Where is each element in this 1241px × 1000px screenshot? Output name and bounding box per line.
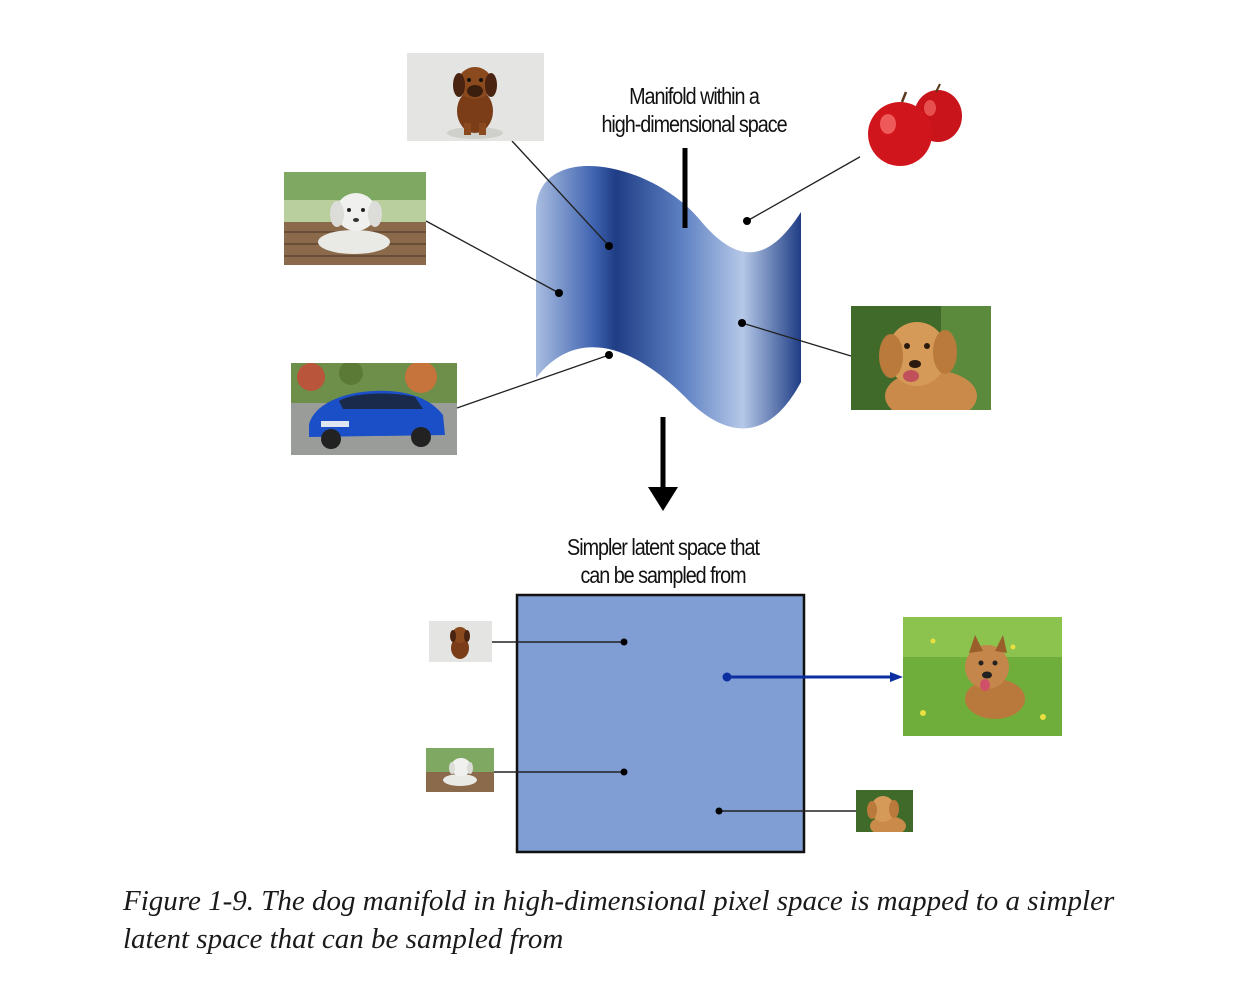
latent-point-brown-puppy bbox=[620, 638, 628, 646]
brown-puppy-thumbnail bbox=[429, 621, 492, 662]
generated-dog-photo bbox=[903, 617, 1062, 736]
connector-blue-car bbox=[456, 354, 610, 409]
point-blue-car bbox=[605, 351, 613, 359]
latent-connectors bbox=[492, 641, 856, 812]
point-white-puppy bbox=[555, 289, 563, 297]
white-puppy-thumbnail bbox=[426, 748, 494, 792]
latent-label-line2: can be sampled from bbox=[580, 562, 746, 588]
manifold-connectors bbox=[425, 140, 873, 409]
latent-point-white-puppy bbox=[620, 768, 628, 776]
latent-point-golden-retriever bbox=[715, 807, 723, 815]
manifold-label-line2: high-dimensional space bbox=[601, 111, 787, 137]
manifold-surface bbox=[536, 165, 801, 429]
point-apples bbox=[743, 217, 751, 225]
connector-brown-puppy bbox=[511, 140, 610, 247]
caption-line2: latent space that can be sampled from bbox=[123, 923, 564, 955]
brown-puppy-photo bbox=[407, 53, 544, 141]
point-brown-puppy bbox=[605, 242, 613, 250]
white-puppy-photo bbox=[284, 172, 426, 265]
figure-caption: Figure 1-9. The dog manifold in high-dim… bbox=[123, 882, 1203, 958]
connector-apples bbox=[746, 149, 873, 222]
sample-arrow bbox=[722, 672, 903, 682]
golden-retriever-photo bbox=[851, 306, 991, 410]
connector-white-puppy bbox=[425, 220, 560, 294]
latent-space-label: Simpler latent space that can be sampled… bbox=[543, 533, 784, 589]
manifold-label-line1: Manifold within a bbox=[629, 83, 760, 109]
manifold-points bbox=[555, 217, 751, 359]
manifold-label: Manifold within a high-dimensional space bbox=[579, 82, 809, 138]
latent-label-line1: Simpler latent space that bbox=[567, 534, 760, 560]
golden-retriever-thumbnail bbox=[856, 790, 913, 832]
connector-golden-retriever bbox=[741, 322, 852, 357]
red-apples-photo bbox=[860, 80, 968, 172]
caption-line1: Figure 1-9. The dog manifold in high-dim… bbox=[123, 885, 1115, 917]
point-golden-retriever bbox=[738, 319, 746, 327]
mapping-arrow bbox=[648, 417, 678, 511]
blue-car-photo bbox=[291, 363, 457, 455]
latent-space-box bbox=[515, 593, 806, 854]
latent-points bbox=[620, 638, 723, 815]
